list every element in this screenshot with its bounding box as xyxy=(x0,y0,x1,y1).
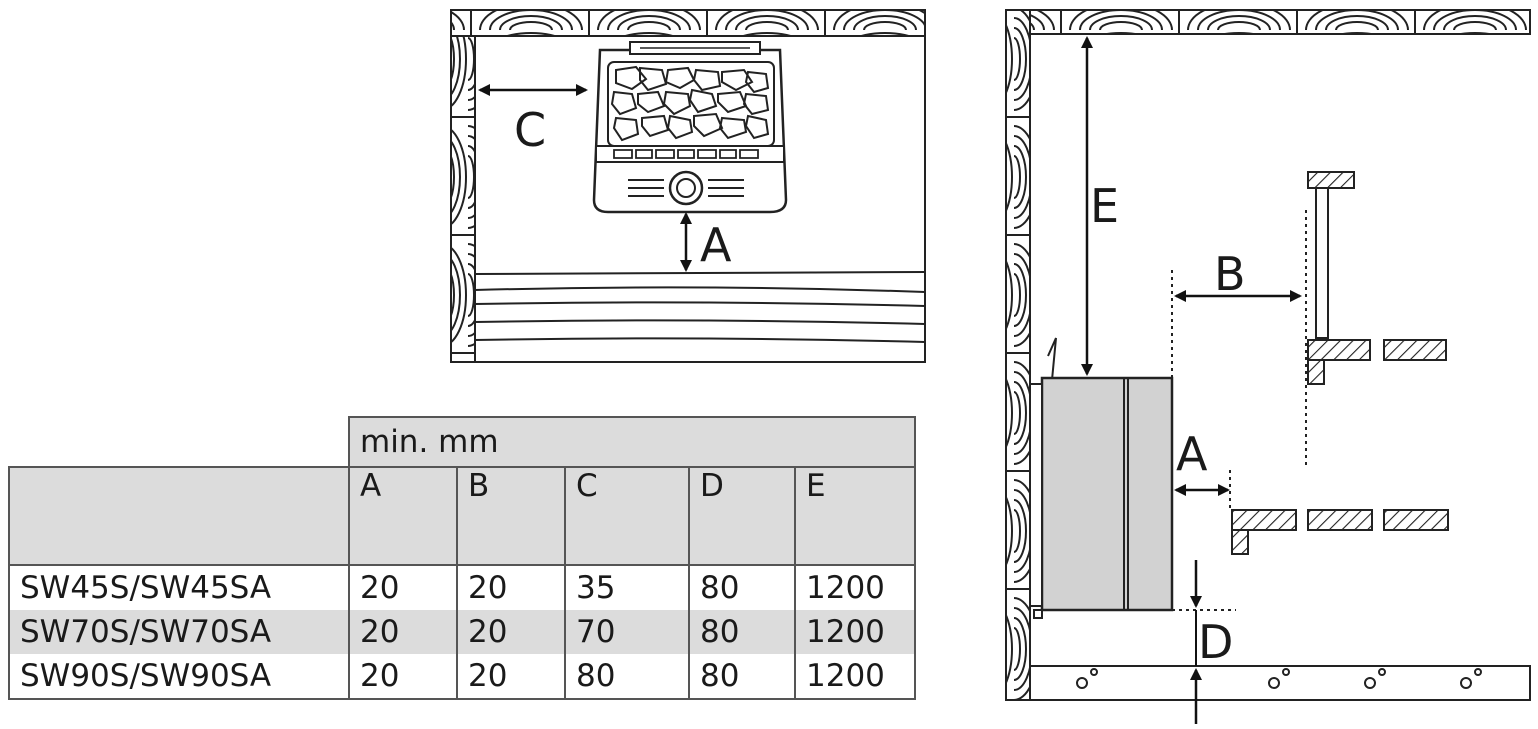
value-d: 80 xyxy=(688,654,796,700)
table-col-a-header: A xyxy=(348,466,458,566)
table-row: SW90S/SW90SA 20 20 80 80 1200 xyxy=(8,654,916,700)
table-column-header-row: A B C D E xyxy=(8,466,916,566)
top-wall-wood xyxy=(450,9,926,37)
table-row: SW70S/SW70SA 20 20 70 80 1200 xyxy=(8,610,916,654)
label-a-top: A xyxy=(700,218,732,272)
label-d-side: D xyxy=(1198,615,1233,669)
control-panel-lines xyxy=(628,179,744,197)
value-e: 1200 xyxy=(794,654,916,700)
value-a: 20 xyxy=(348,654,458,700)
label-a-side: A xyxy=(1176,427,1208,481)
value-a: 20 xyxy=(348,565,458,610)
dotted-guides xyxy=(1171,210,1307,611)
clearance-table: min. mm A B C D E SW45S/SW45SA 20 20 35 … xyxy=(8,416,916,700)
label-e-side: E xyxy=(1090,179,1119,233)
top-view: C A xyxy=(450,9,926,363)
heater-side-view xyxy=(1029,337,1174,619)
value-d: 80 xyxy=(688,565,796,610)
value-b: 20 xyxy=(456,654,566,700)
label-b-side: B xyxy=(1214,247,1246,301)
upper-bench xyxy=(1307,171,1447,385)
heater-top-view xyxy=(592,41,788,214)
room-outline xyxy=(474,35,926,363)
label-c-top: C xyxy=(514,103,546,157)
side-view: E B A D xyxy=(1005,9,1531,724)
left-wall-wood xyxy=(450,35,476,363)
table-unit-header: min. mm xyxy=(348,416,916,468)
value-d: 80 xyxy=(688,610,796,654)
table-corner-blank xyxy=(9,417,350,467)
value-c: 70 xyxy=(564,610,690,654)
table-col-b-header: B xyxy=(456,466,566,566)
bench-boards xyxy=(474,271,926,343)
lower-stones xyxy=(613,149,759,159)
value-b: 20 xyxy=(456,565,566,610)
table-unit-row: min. mm xyxy=(9,416,916,468)
ceiling-wood xyxy=(1029,9,1531,35)
table-model-header xyxy=(8,466,350,566)
value-b: 20 xyxy=(456,610,566,654)
wall-wood xyxy=(1005,9,1031,701)
value-e: 1200 xyxy=(794,610,916,654)
model-name: SW70S/SW70SA xyxy=(8,610,350,654)
table-col-e-header: E xyxy=(794,466,916,566)
value-c: 35 xyxy=(564,565,690,610)
stones xyxy=(610,65,770,142)
model-name: SW90S/SW90SA xyxy=(8,654,350,700)
floor-dots xyxy=(1076,668,1482,689)
table-col-d-header: D xyxy=(688,466,796,566)
table-col-c-header: C xyxy=(564,466,690,566)
lower-bench xyxy=(1231,509,1449,555)
value-c: 80 xyxy=(564,654,690,700)
table-row: SW45S/SW45SA 20 20 35 80 1200 xyxy=(8,565,916,610)
model-name: SW45S/SW45SA xyxy=(8,565,350,610)
value-a: 20 xyxy=(348,610,458,654)
value-e: 1200 xyxy=(794,565,916,610)
